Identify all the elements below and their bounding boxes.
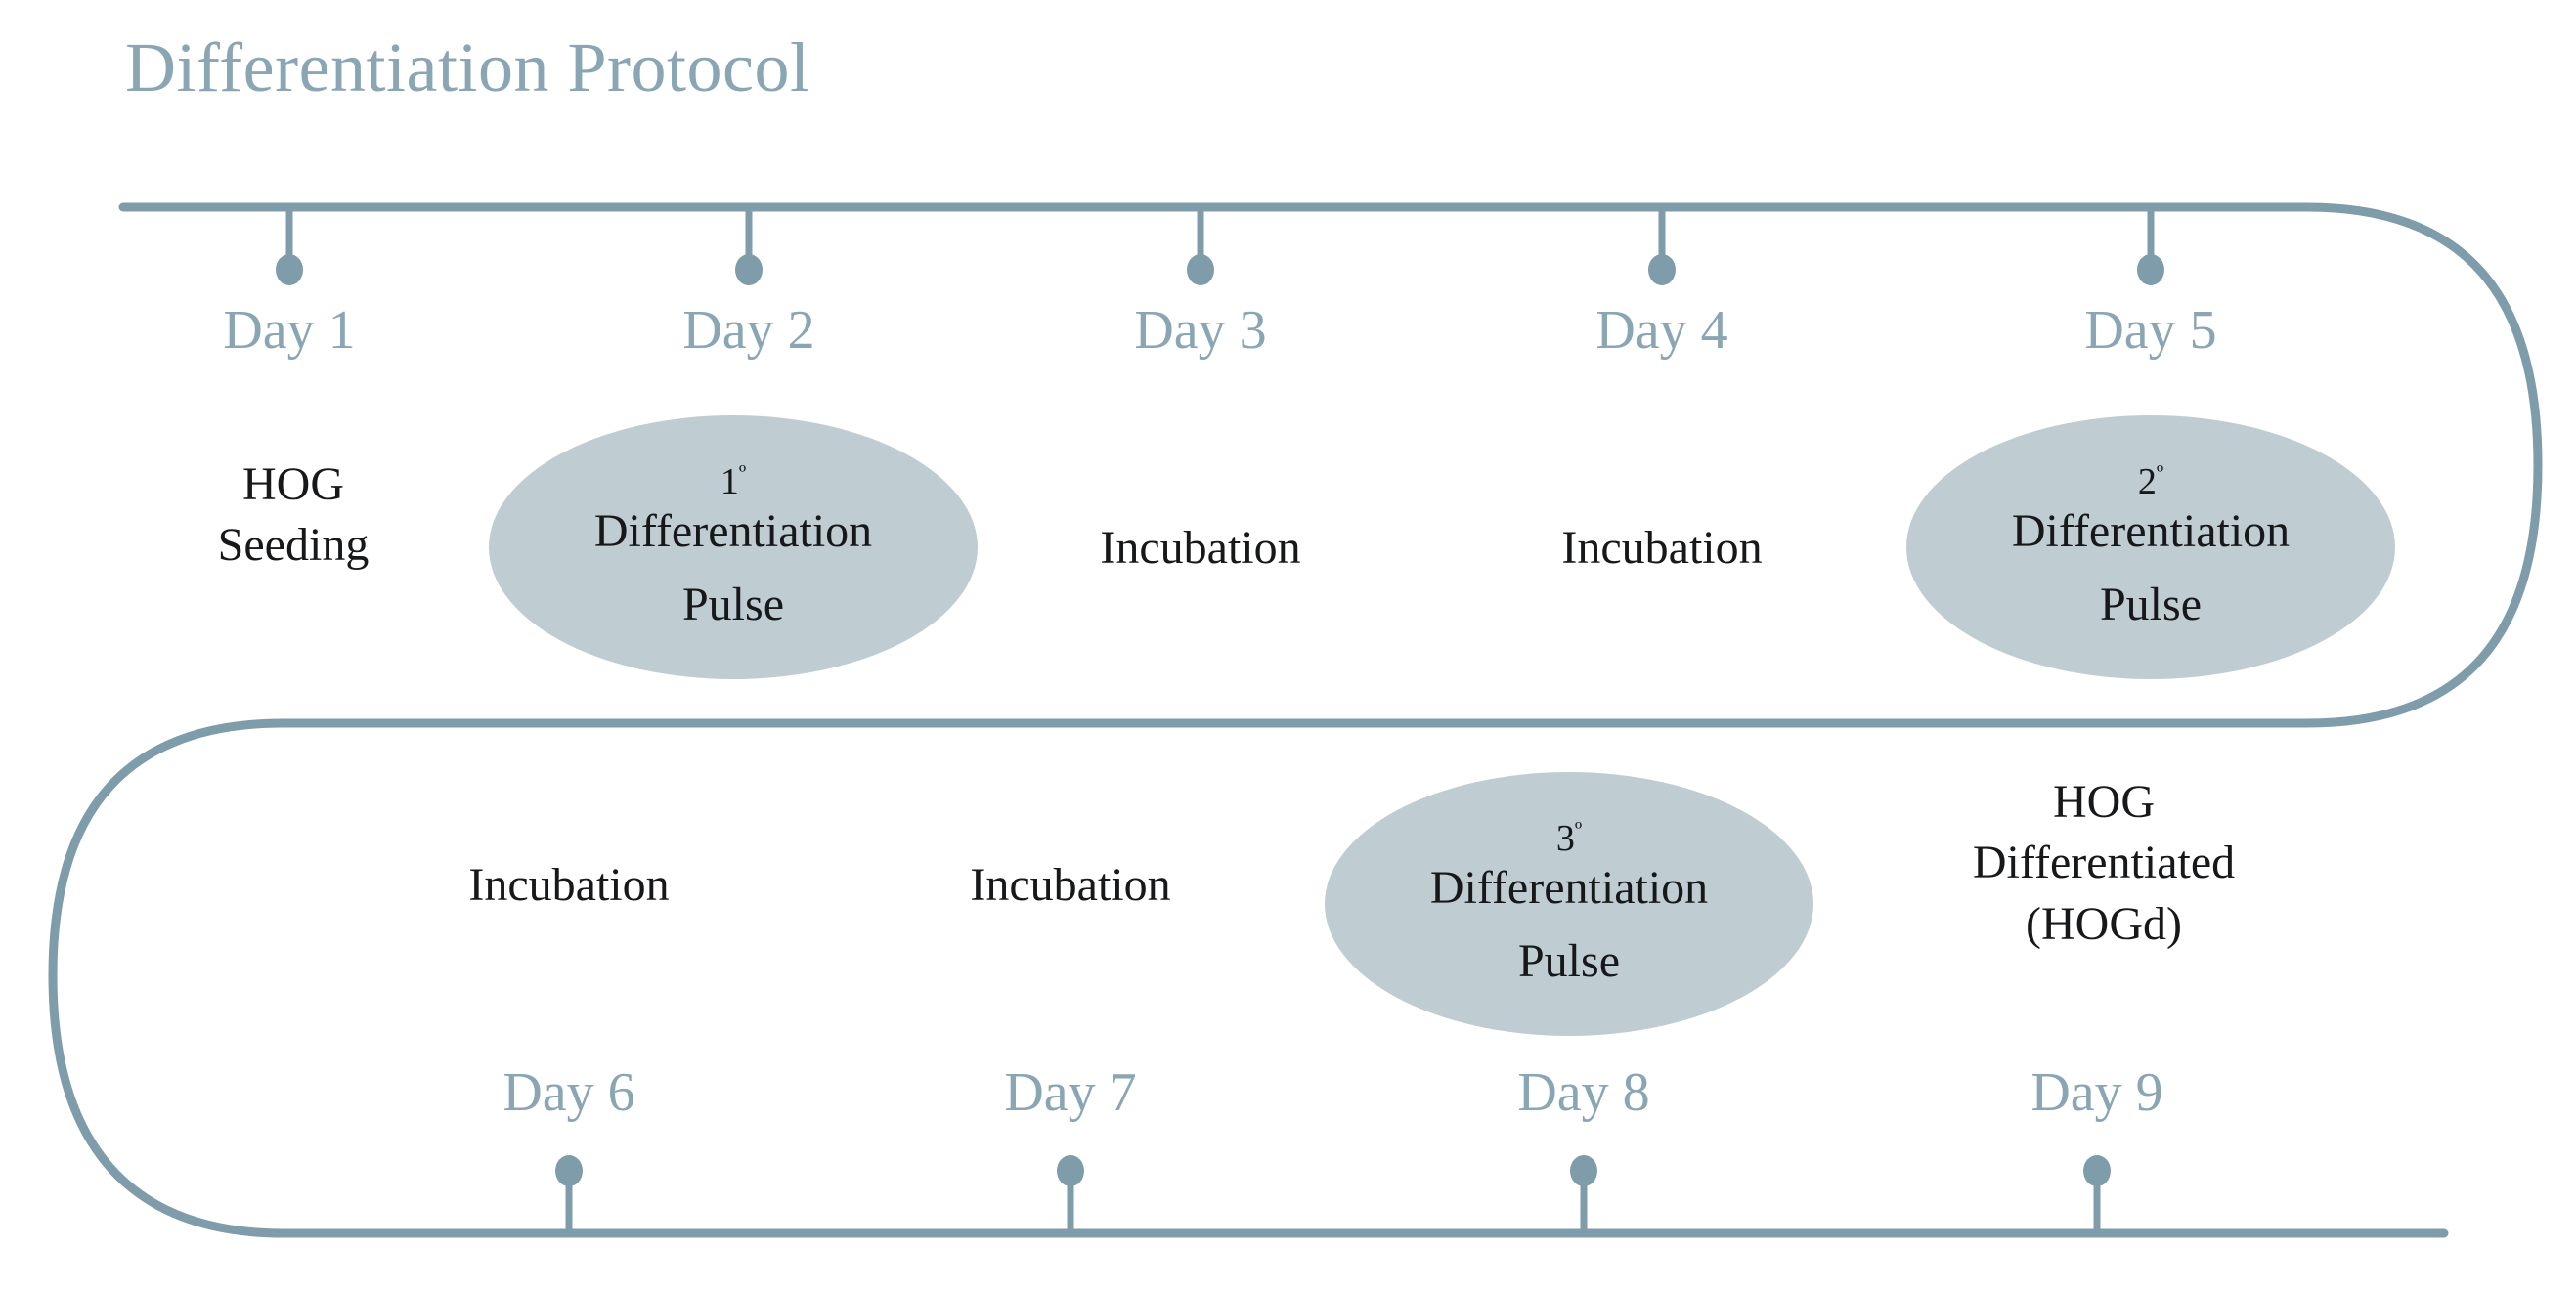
tick-dot-day-7 xyxy=(1057,1155,1084,1186)
pulse-node-2-ordinal-mark: º xyxy=(2156,460,2164,487)
tick-dot-day-1 xyxy=(276,254,303,285)
step-text-day-1: HOG Seeding xyxy=(218,454,370,577)
day-label-day-3: Day 3 xyxy=(1134,300,1267,361)
step-text-day-1-line-2: Seeding xyxy=(217,519,370,572)
pulse-node-3-ordinal: 3º xyxy=(1555,817,1583,860)
tick-dot-day-3 xyxy=(1187,254,1214,285)
day-label-day-2: Day 2 xyxy=(682,300,815,361)
tick-dot-day-4 xyxy=(1648,254,1676,285)
pulse-node-1-ordinal-number: 1 xyxy=(720,461,739,503)
pulse-node-2: 2º Differentiation Pulse xyxy=(1906,415,2395,679)
pulse-node-1-ordinal-mark: º xyxy=(738,460,747,487)
pulse-node-2-ordinal-number: 2 xyxy=(2137,461,2157,503)
step-text-day-9-line-2: Differentiated xyxy=(1972,837,2236,889)
day-label-day-5: Day 5 xyxy=(2084,300,2217,361)
step-text-day-9-line-1: HOG xyxy=(2053,776,2155,828)
tick-dot-day-9 xyxy=(2083,1155,2111,1186)
pulse-node-3-line-2: Pulse xyxy=(1517,935,1620,987)
day-label-day-4: Day 4 xyxy=(1595,300,1728,361)
pulse-node-3-ordinal-mark: º xyxy=(1574,817,1583,843)
pulse-node-2-ordinal: 2º xyxy=(2137,460,2164,503)
step-text-day-1-line-1: HOG xyxy=(241,458,344,510)
tick-dot-day-8 xyxy=(1570,1155,1597,1186)
step-text-day-9-line-3: (HOGd) xyxy=(2026,897,2182,950)
page-title: Differentiation Protocol xyxy=(125,28,810,107)
step-text-day-3: Incubation xyxy=(1100,522,1301,574)
tick-dot-day-5 xyxy=(2137,254,2164,285)
day-label-day-6: Day 6 xyxy=(502,1062,635,1123)
day-label-day-9: Day 9 xyxy=(2030,1062,2163,1123)
pulse-node-1-line-2: Pulse xyxy=(681,579,784,630)
step-text-day-4: Incubation xyxy=(1561,522,1763,574)
step-text-day-9: HOG Differentiated (HOGd) xyxy=(1973,772,2235,955)
pulse-node-2-line-1: Differentiation xyxy=(2011,505,2291,558)
tick-dot-day-2 xyxy=(735,254,763,285)
step-text-day-6: Incubation xyxy=(468,859,670,911)
step-text-day-7: Incubation xyxy=(970,859,1171,911)
pulse-node-3: 3º Differentiation Pulse xyxy=(1325,772,1813,1036)
pulse-node-1-line-1: Differentiation xyxy=(593,505,873,558)
tick-dot-day-6 xyxy=(555,1155,583,1186)
day-label-day-1: Day 1 xyxy=(223,300,356,361)
day-label-day-7: Day 7 xyxy=(1004,1062,1137,1123)
pulse-node-3-ordinal-number: 3 xyxy=(1555,818,1575,860)
timeline-path xyxy=(48,202,2543,1238)
day-label-day-8: Day 8 xyxy=(1517,1062,1650,1123)
pulse-node-2-line-2: Pulse xyxy=(2099,579,2202,630)
pulse-node-1-ordinal: 1º xyxy=(720,460,747,503)
pulse-node-3-line-1: Differentiation xyxy=(1429,862,1709,915)
pulse-node-1: 1º Differentiation Pulse xyxy=(489,415,978,679)
